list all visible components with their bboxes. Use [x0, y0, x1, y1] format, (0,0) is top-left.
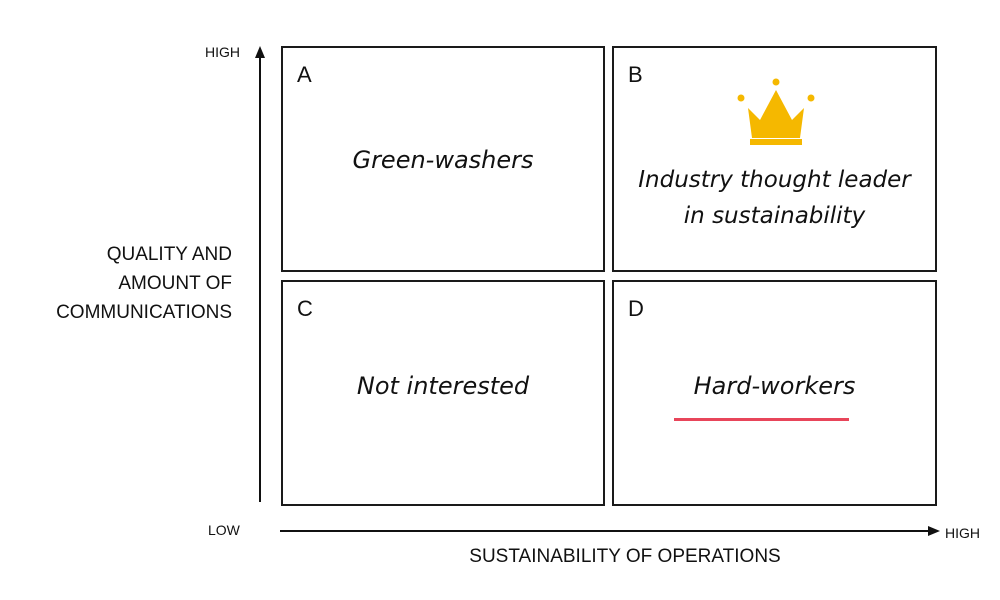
y-axis-high-label: HIGH [205, 44, 240, 60]
quadrant-label: Hard-workers [693, 372, 856, 400]
quadrant-label: Industry thought leader in sustainabilit… [638, 167, 911, 229]
x-axis-arrowhead [928, 526, 940, 536]
quadrant-letter: D [628, 296, 644, 321]
y-axis-arrowhead [255, 46, 265, 58]
quadrant-label: Not interested [356, 372, 530, 400]
crown-icon [737, 78, 815, 145]
quadrant-letter: C [297, 296, 313, 321]
quadrant-label: Green-washers [352, 146, 534, 174]
quadrant-a: A Green-washers [281, 46, 605, 272]
y-axis-title: QUALITY AND AMOUNT OF COMMUNICATIONS [56, 244, 232, 323]
x-axis-high-label: HIGH [945, 525, 980, 541]
quadrant-letter: A [297, 62, 312, 87]
red-underline [674, 418, 849, 421]
x-axis-title: SUSTAINABILITY OF OPERATIONS [469, 546, 781, 567]
quadrant-letter: B [628, 62, 643, 87]
quadrant-b: B Industry thought leader in sustainabil… [612, 46, 937, 272]
quadrant-d: D Hard-workers [612, 280, 937, 506]
x-axis-low-label: LOW [208, 522, 240, 538]
quadrant-c: C Not interested [281, 280, 605, 506]
